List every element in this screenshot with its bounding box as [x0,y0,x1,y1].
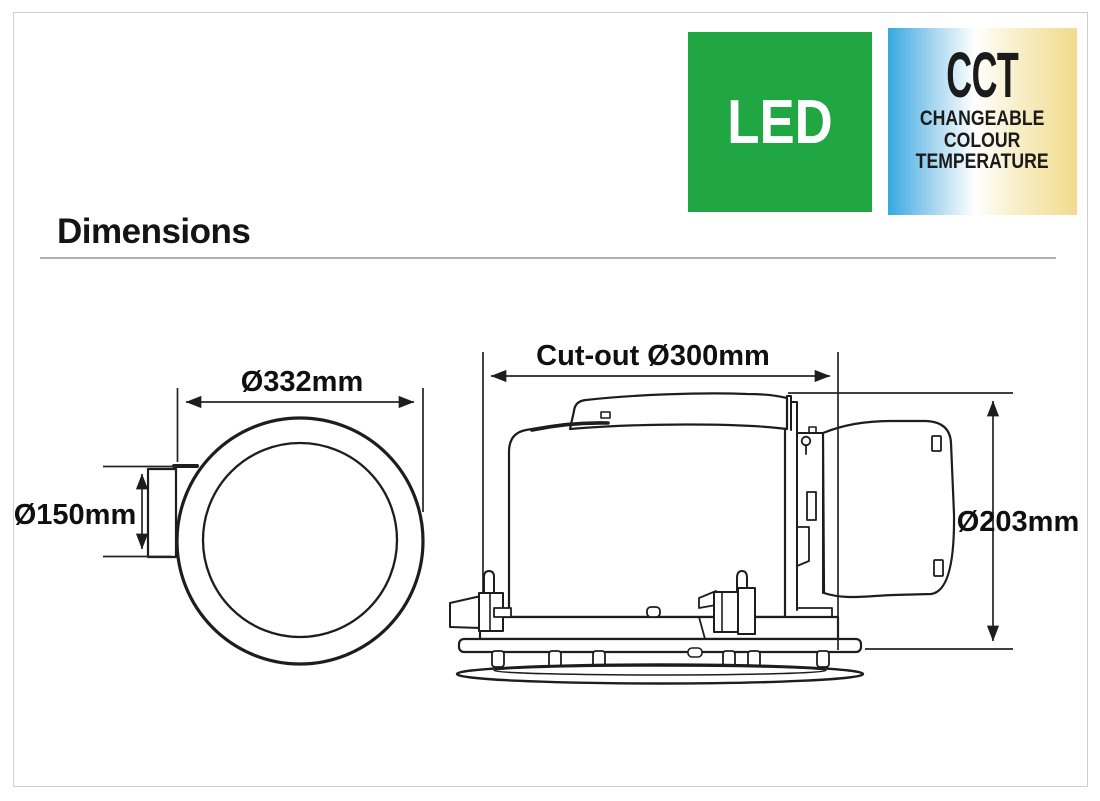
duct-screw-slot-top [931,435,942,452]
side-spring-clip-right [698,570,756,635]
side-duct-outlet [821,419,956,599]
side-bracket-tab [808,426,817,434]
front-diameter-label: Ø332mm [241,366,364,398]
side-lid-tab [600,411,611,419]
front-view-dimensions: Ø332mm Ø150mm [14,366,424,558]
front-duct-stub [146,467,178,559]
duct-diameter-label: Ø150mm [14,499,137,531]
cct-subtitle-line-1: CHANGEABLE [920,107,1045,130]
side-lid-lip [786,395,792,431]
heading-divider [40,257,1056,259]
side-plate [790,401,798,611]
led-badge-label: LED [727,87,833,157]
cct-badge-subtitle: CHANGEABLE COLOUR TEMPERATURE [903,108,1061,173]
side-fascia-inner-edge [493,665,827,676]
side-bracket-slot [806,491,817,521]
page-title: Dimensions [57,212,251,251]
cct-subtitle-line-2: COLOUR [944,128,1021,152]
side-spring-clip-left [449,570,512,632]
side-fascia-disc [455,663,865,685]
side-lid-seam [530,421,610,432]
height-label: Ø203mm [957,506,1080,538]
side-view-drawing [449,392,956,685]
duct-screw-slot-bottom [933,559,944,577]
side-base-box [478,615,840,641]
cct-badge: CCT CHANGEABLE COLOUR TEMPERATURE [888,28,1077,215]
front-inner-ring [201,441,399,639]
side-standoff-pegs [491,650,830,668]
side-mounting-plate [457,637,863,654]
side-lid [568,392,789,431]
side-bracket-notch [796,526,810,567]
side-screw-pin [800,435,812,447]
side-plate-bump [687,647,703,658]
side-base-bump [646,606,661,618]
led-badge: LED [688,32,872,212]
front-view-drawing [146,416,425,666]
side-base-fold [698,616,706,640]
cutout-label: Cut-out Ø300mm [536,340,770,372]
side-bracket-edge [796,432,824,594]
side-view-dimensions: Cut-out Ø300mm Ø203mm [490,340,1080,650]
side-base-shelf [796,607,833,618]
cct-subtitle-line-3: TEMPERATURE [916,150,1049,173]
cct-badge-title: CCT [946,39,1020,111]
